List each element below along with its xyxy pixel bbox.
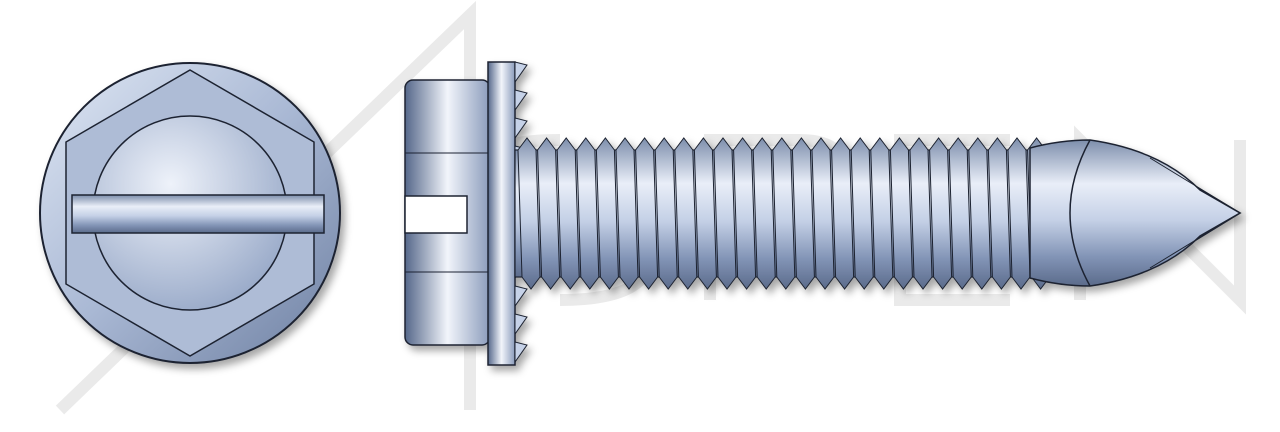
thread-crest [674,137,698,290]
thread-crest [948,137,972,290]
thread-crest [654,137,678,290]
thread-crest [811,137,835,290]
thread-crest [850,137,874,290]
washer-serration [514,117,528,140]
thread-crest [752,137,776,290]
thread-crest [576,137,600,290]
thread-crest [517,137,541,290]
thread-crest [909,137,933,290]
washer-serration [514,313,528,336]
thread-crest [929,137,953,290]
thread-crest [615,137,639,290]
thread-crest [595,137,619,290]
thread-crest [635,137,659,290]
washer-serration [514,285,528,308]
thread-crest [537,137,561,290]
screw-side-view [404,61,1242,366]
thread-crest [831,137,855,290]
thread-crest [870,137,894,290]
thread-crest [987,137,1011,290]
head-top-view [39,62,341,364]
thread-crest [1007,137,1031,290]
thread-crest [791,137,815,290]
washer-serration [514,61,528,84]
thread-crest [772,137,796,290]
thread-crest [889,137,913,290]
thread-crest [713,137,737,290]
washer-serration [514,89,528,112]
washer-serration [514,341,528,364]
thread-crest [968,137,992,290]
thread-crest [733,137,757,290]
thread-crest [693,137,717,290]
thread-crest [556,137,580,290]
